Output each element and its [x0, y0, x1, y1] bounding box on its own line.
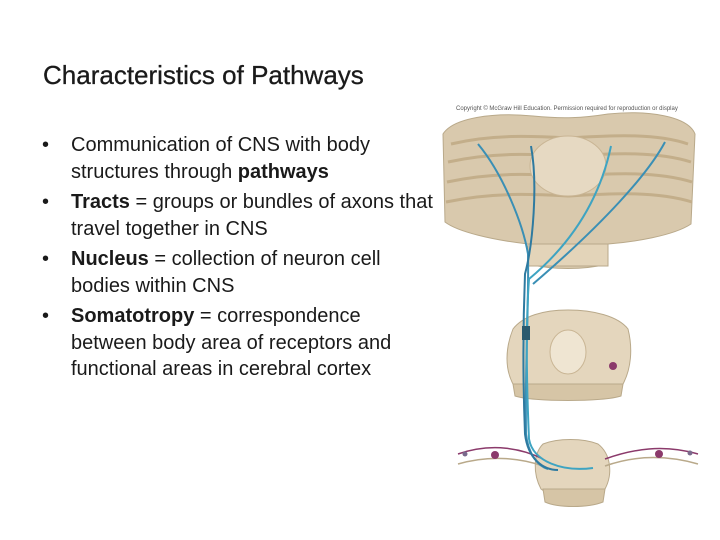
bullet-term: pathways	[237, 160, 329, 183]
bullet-item: Tracts = groups or bundles of axons that…	[40, 189, 440, 242]
bullet-item: Nucleus = collection of neuron cell bodi…	[40, 246, 440, 299]
bullet-item: Somatotropy = correspondence between bod…	[40, 303, 440, 383]
bullet-list: Communication of CNS with body structure…	[40, 132, 440, 387]
copyright-notice: Copyright © McGraw Hill Education. Permi…	[456, 106, 678, 112]
medulla-section	[506, 309, 632, 401]
slide-title: Characteristics of Pathways	[43, 60, 364, 90]
bullet-item: Communication of CNS with body structure…	[40, 132, 440, 185]
anatomy-figure: Copyright © McGraw Hill Education. Permi…	[433, 104, 720, 524]
bullet-term: Nucleus	[71, 248, 149, 270]
bullet-text: = groups or bundles of axons that travel…	[71, 191, 433, 240]
bullet-term: Somatotropy	[71, 305, 195, 327]
pons-section	[442, 112, 696, 269]
bullet-text: Communication of CNS with body structure…	[71, 134, 371, 183]
bullet-text: = collection of neuron cell bodies withi…	[71, 248, 381, 297]
brainstem-spinal-cord-pathway-illustration	[442, 112, 699, 507]
spinal-cord-section	[457, 439, 699, 507]
bullet-term: Tracts	[71, 191, 130, 213]
bullet-text: = correspondence between body area of re…	[71, 305, 392, 380]
pathway-fibers	[477, 141, 666, 471]
